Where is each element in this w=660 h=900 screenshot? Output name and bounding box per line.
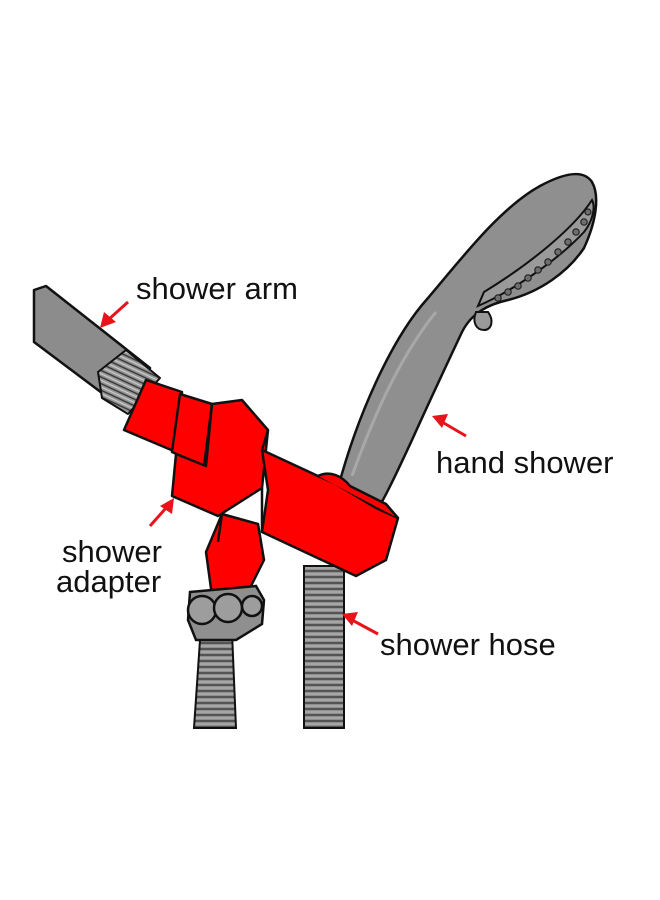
- arrow-shower-hose: [342, 612, 379, 636]
- label-shower-arm: shower arm: [136, 271, 298, 306]
- water-drip: [473, 311, 493, 332]
- arrow-shower-adapter: [148, 498, 174, 527]
- spray-nozzles: [494, 208, 592, 302]
- label-shower-adapter-line2: adapter: [56, 564, 161, 599]
- shower-hose: [303, 565, 345, 729]
- label-shower-adapter-line1: shower: [62, 534, 162, 569]
- hand-shower: [336, 173, 598, 514]
- label-shower-hose: shower hose: [380, 627, 556, 662]
- shower-arm: [32, 284, 161, 415]
- arrow-shower-arm: [100, 300, 130, 328]
- label-hand-shower: hand shower: [436, 445, 614, 480]
- arrow-hand-shower: [432, 414, 467, 438]
- left-hose: [192, 630, 238, 729]
- swivel-nut: [186, 584, 266, 642]
